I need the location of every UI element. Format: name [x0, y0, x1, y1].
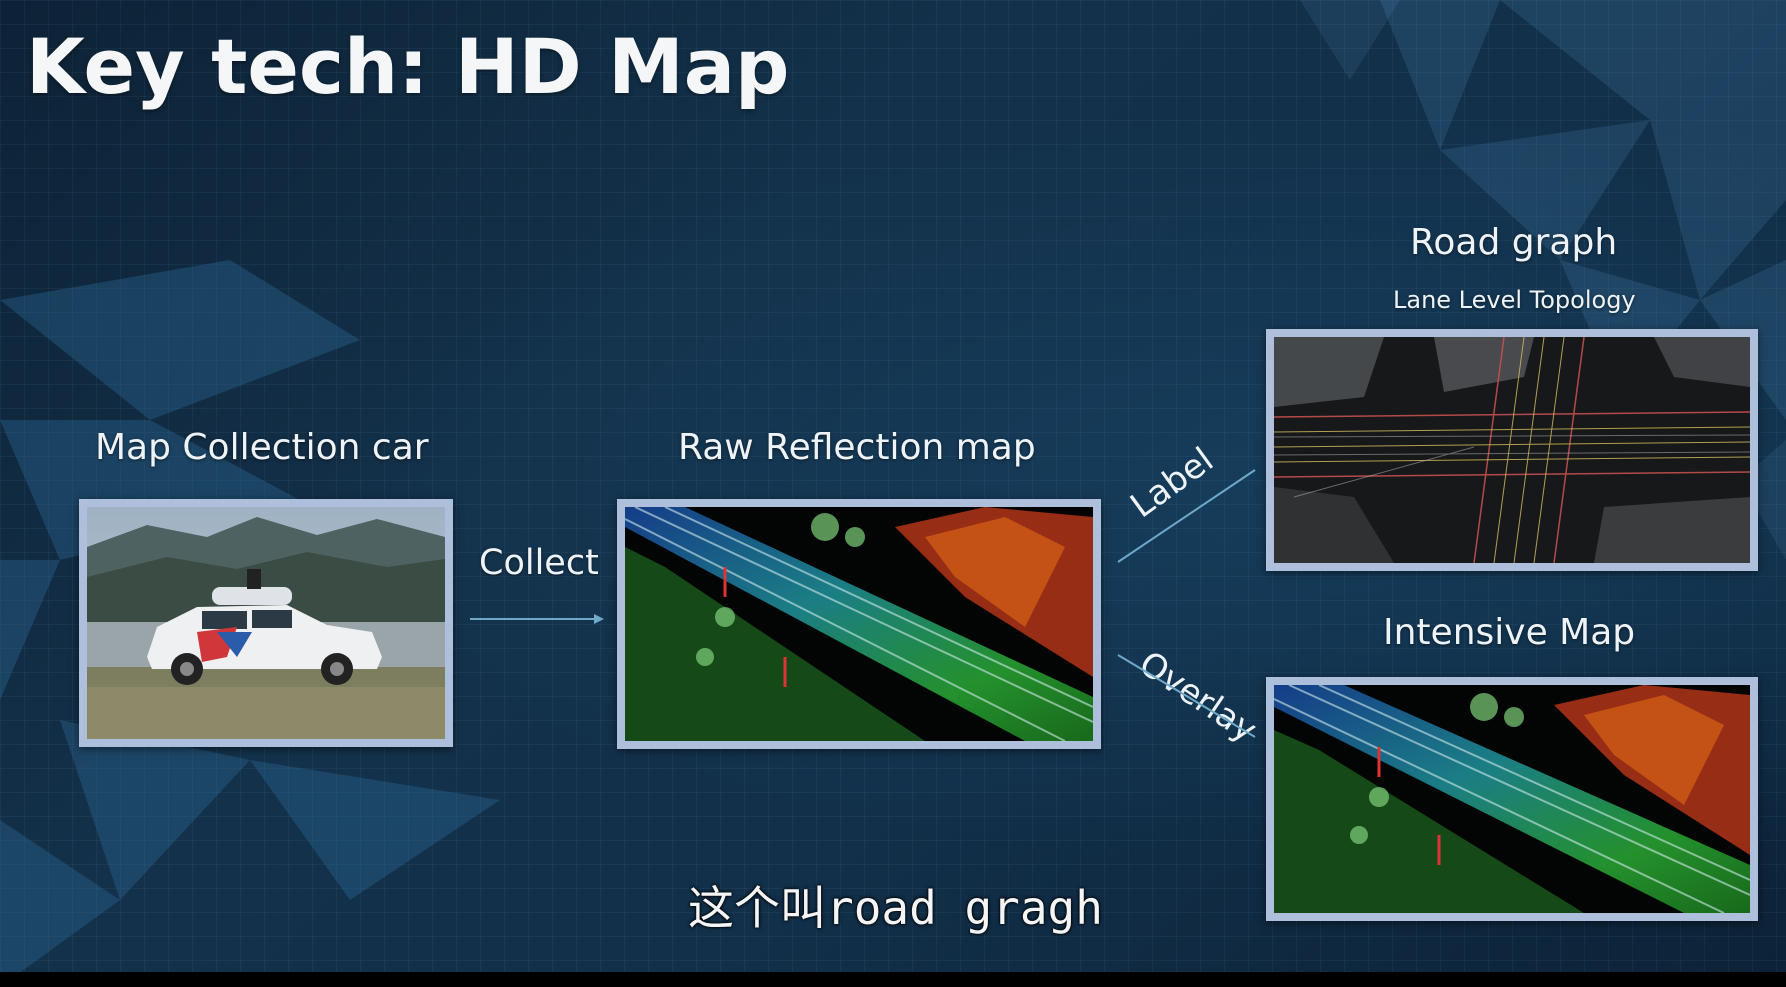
- slide-title: Key tech: HD Map: [26, 22, 790, 111]
- map-collection-car-label: Map Collection car: [95, 427, 429, 468]
- collect-edge-label: Collect: [479, 543, 599, 583]
- raw-reflection-map-image: [617, 499, 1101, 749]
- intensive-map-image: [1266, 677, 1758, 921]
- collection-car-image: [79, 499, 453, 747]
- intensive-map-label: Intensive Map: [1383, 612, 1636, 653]
- bottom-bar: [0, 972, 1786, 987]
- raw-reflection-map-label: Raw Reflection map: [678, 427, 1036, 468]
- lane-level-topology-label: Lane Level Topology: [1393, 286, 1636, 314]
- subtitle-caption: 这个叫road gragh: [688, 881, 1103, 935]
- road-graph-image: [1266, 329, 1758, 571]
- road-graph-label: Road graph: [1410, 222, 1618, 263]
